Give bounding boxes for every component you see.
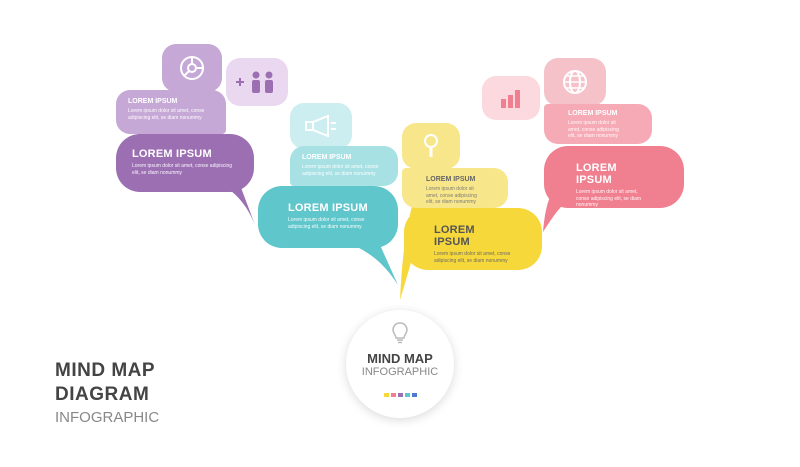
yellow-top-text: Lorem ipsum dolor sit amet, conse adipis…: [426, 186, 477, 205]
heading-line3: INFOGRAPHIC: [55, 409, 160, 426]
heading-line1: MIND MAP: [55, 360, 156, 381]
teal-main-label: LOREM IPSUM: [288, 202, 368, 214]
pink-main-text: Lorem ipsum dolor sit amet, conse adipis…: [576, 189, 642, 208]
heading-line2: DIAGRAM: [55, 384, 150, 405]
bar-chart-icon-box: [482, 76, 540, 120]
megaphone-icon: [305, 115, 336, 137]
people-icon-box: [226, 58, 288, 106]
people-icon: [236, 71, 273, 93]
purple-top-text: Lorem ipsum dolor sit amet, conse adipis…: [128, 108, 205, 121]
center-node: MIND MAP INFOGRAPHIC: [346, 310, 454, 418]
purple-main-text: Lorem ipsum dolor sit amet, conse adipis…: [132, 163, 233, 176]
pink-top-text: Lorem ipsum dolor sit amet, conse adipis…: [568, 120, 619, 139]
teal-top-label: LOREM IPSUM: [302, 154, 352, 161]
yellow-top-bubble: LOREM IPSUM Lorem ipsum dolor sit amet, …: [402, 168, 508, 208]
bar-chart-icon: [501, 90, 520, 108]
globe-icon: [563, 70, 587, 94]
pink-top-bubble: LOREM IPSUM Lorem ipsum dolor sit amet, …: [544, 104, 652, 144]
magnifier-icon-box: [402, 123, 460, 169]
pink-main-label: LOREM IPSUM: [576, 162, 617, 186]
purple-top-label: LOREM IPSUM: [128, 98, 178, 105]
yellow-main-bubble: LOREM IPSUM Lorem ipsum dolor sit amet, …: [404, 208, 542, 270]
teal-top-bubble: LOREM IPSUM Lorem ipsum dolor sit amet, …: [290, 146, 398, 186]
magnifier-icon: [424, 134, 438, 157]
pink-main-bubble: LOREM IPSUM Lorem ipsum dolor sit amet, …: [544, 146, 684, 208]
pie-chart-icon-box: [162, 44, 222, 92]
megaphone-icon-box: [290, 103, 352, 149]
pink-top-label: LOREM IPSUM: [568, 110, 618, 117]
yellow-main-label: LOREM IPSUM: [434, 224, 475, 248]
teal-main-bubble: LOREM IPSUM Lorem ipsum dolor sit amet, …: [258, 186, 398, 248]
yellow-main-text: Lorem ipsum dolor sit amet, conse adipis…: [434, 251, 511, 264]
color-dots: [346, 384, 454, 402]
teal-main-text: Lorem ipsum dolor sit amet, conse adipis…: [288, 217, 365, 230]
yellow-top-label: LOREM IPSUM: [426, 176, 476, 183]
globe-icon-box: [544, 58, 606, 106]
center-title: MIND MAP: [367, 351, 433, 366]
purple-main-bubble: LOREM IPSUM Lorem ipsum dolor sit amet, …: [116, 134, 254, 192]
pie-chart-icon: [180, 56, 204, 80]
teal-top-text: Lorem ipsum dolor sit amet, conse adipis…: [302, 164, 379, 177]
purple-main-label: LOREM IPSUM: [132, 148, 212, 160]
purple-top-bubble: LOREM IPSUM Lorem ipsum dolor sit amet, …: [116, 90, 226, 134]
lightbulb-icon: [392, 322, 408, 344]
center-subtitle: INFOGRAPHIC: [361, 366, 439, 378]
